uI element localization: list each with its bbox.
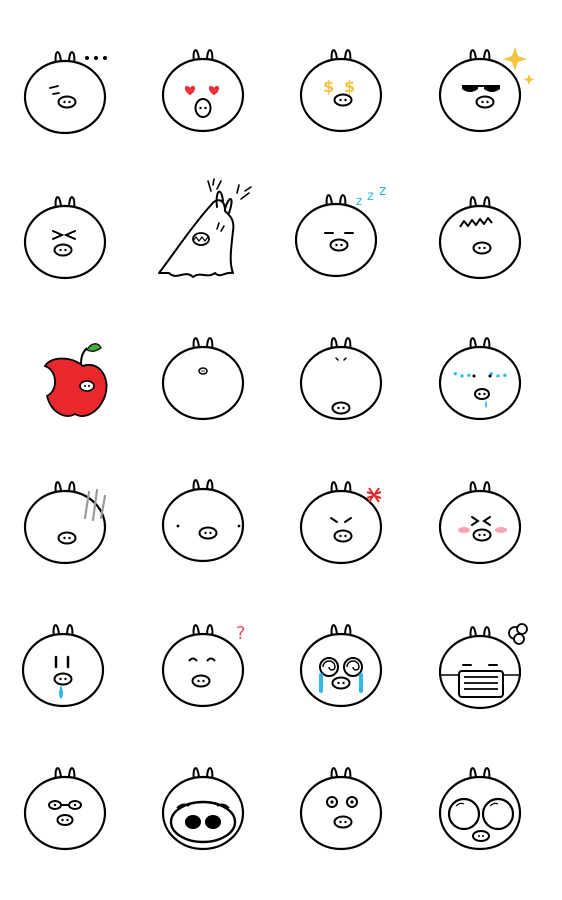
sticker-gloomy[interactable] — [0, 440, 135, 590]
sticker-ellipsis-icon — [23, 51, 107, 135]
sticker-crying-streams-icon — [438, 337, 522, 421]
sticker-small-face-icon — [161, 337, 245, 421]
svg-text:z: z — [367, 189, 374, 204]
sticker-drool-icon — [21, 624, 105, 708]
sticker-blushing[interactable] — [410, 440, 550, 590]
sticker-glasses-icon — [23, 767, 107, 851]
sticker-squint[interactable] — [0, 155, 135, 305]
sticker-low-nose-icon — [299, 337, 383, 421]
sticker-messy-hair[interactable] — [410, 155, 550, 305]
sticker-low-nose[interactable] — [271, 298, 411, 448]
sticker-big-snout-icon — [161, 767, 245, 851]
sticker-crying-streams[interactable] — [410, 298, 550, 448]
sticker-sunglasses-icon — [438, 47, 535, 133]
sticker-small-face[interactable] — [133, 298, 273, 448]
sticker-bug-eyes[interactable] — [271, 728, 411, 878]
sticker-angry-icon — [299, 481, 383, 565]
sticker-money-eyes-icon: $ $ — [299, 49, 383, 133]
sticker-apple[interactable] — [0, 298, 135, 448]
sticker-blushing-icon — [438, 481, 522, 565]
sticker-glasses[interactable] — [0, 728, 135, 878]
sticker-apple-icon — [43, 343, 108, 417]
sticker-huge-eyes[interactable] — [410, 728, 550, 878]
svg-text:?: ? — [236, 623, 246, 644]
sticker-wide-eyes[interactable] — [133, 440, 273, 590]
sticker-question-icon: ? — [161, 623, 246, 708]
sticker-angry[interactable] — [271, 440, 411, 590]
sticker-messy-hair-icon — [438, 196, 522, 280]
svg-text:$: $ — [323, 77, 334, 96]
sticker-gloomy-icon — [23, 481, 107, 565]
sticker-teary-eyes[interactable] — [271, 583, 411, 733]
sticker-question[interactable]: ? — [133, 583, 273, 733]
sticker-huge-eyes-icon — [438, 767, 522, 851]
sticker-melting-scribble[interactable] — [133, 155, 273, 305]
svg-text:$: $ — [344, 77, 355, 96]
sticker-heart-eyes[interactable] — [133, 12, 273, 162]
svg-text:z: z — [356, 194, 362, 208]
sticker-sleeping-icon: z z z — [294, 183, 386, 278]
sticker-sleeping[interactable]: z z z — [271, 155, 411, 305]
sticker-melting-scribble-icon — [158, 178, 252, 278]
sticker-ellipsis[interactable] — [0, 12, 135, 162]
sticker-squint-icon — [23, 196, 107, 280]
sticker-heart-eyes-icon — [161, 49, 245, 133]
sticker-sunglasses[interactable] — [410, 12, 550, 162]
sticker-big-snout[interactable] — [133, 728, 273, 878]
sticker-money-eyes[interactable]: $ $ — [271, 12, 411, 162]
sticker-teary-eyes-icon — [299, 624, 383, 708]
sticker-bug-eyes-icon — [299, 767, 383, 851]
sticker-mask-icon — [438, 623, 528, 710]
svg-text:z: z — [379, 183, 386, 199]
sticker-wide-eyes-icon — [161, 479, 245, 563]
sticker-drool[interactable] — [0, 583, 135, 733]
sticker-mask[interactable] — [410, 583, 550, 733]
